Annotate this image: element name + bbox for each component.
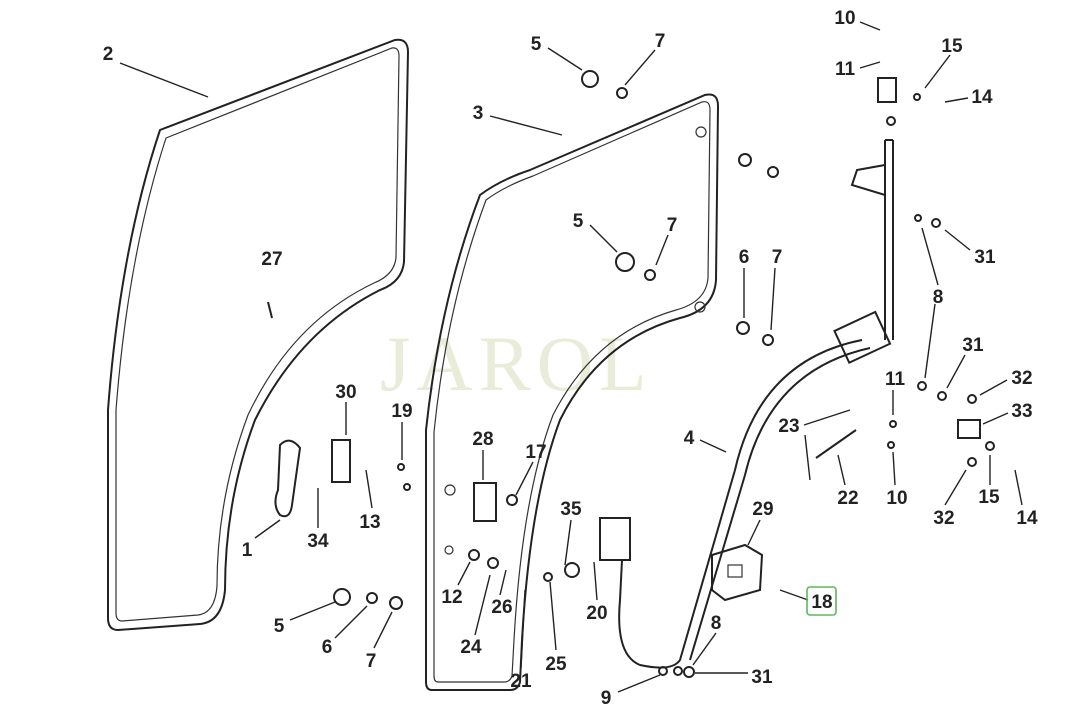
- callout-label: 6: [739, 247, 750, 268]
- latch-mechanism: [331, 439, 351, 483]
- callout-label: 20: [586, 603, 607, 624]
- callout-label: 19: [391, 401, 412, 422]
- callout-label: 1: [242, 540, 253, 561]
- callout-label: 7: [667, 215, 678, 236]
- callout-label: 31: [962, 335, 984, 356]
- callout-label: 30: [335, 382, 356, 403]
- callout-label: 2: [103, 44, 114, 65]
- callout-label: 17: [525, 442, 546, 463]
- bracket: [473, 482, 497, 522]
- callout-label: 24: [460, 637, 482, 658]
- callout-label: 6: [322, 637, 333, 658]
- door-handle: [274, 439, 302, 518]
- callout-label: 7: [655, 31, 666, 52]
- callout-label: 7: [772, 247, 783, 268]
- callout-label: 10: [834, 8, 855, 29]
- callout-label: 21: [510, 671, 532, 692]
- callout-label: 27: [261, 249, 282, 270]
- callout-label: 9: [601, 688, 612, 709]
- callout-label: 31: [974, 247, 996, 268]
- callout-label: 13: [359, 512, 380, 533]
- callout-label: 29: [752, 499, 773, 520]
- callout-label: 28: [472, 429, 493, 450]
- callout-label: 34: [307, 531, 329, 552]
- stay-arm: [618, 339, 871, 669]
- callout-label: 26: [491, 597, 512, 618]
- latch-plate: [711, 543, 764, 602]
- hinge-rod: [850, 139, 894, 340]
- small-parts: [267, 70, 995, 678]
- callout-label: 32: [1011, 368, 1032, 389]
- callout-label: 15: [978, 487, 1000, 508]
- callout-label: 32: [933, 508, 954, 529]
- door-seal: [107, 38, 410, 632]
- callout-label: 35: [560, 499, 582, 520]
- highlight-box-18: [806, 586, 837, 616]
- callout-label: 11: [885, 369, 906, 390]
- gas-strut: [815, 429, 857, 459]
- callout-label: 10: [886, 488, 907, 509]
- callout-label: 5: [274, 616, 285, 637]
- callout-label: 3: [473, 103, 484, 124]
- leader-lines: [119, 21, 1023, 693]
- callout-label: 4: [684, 428, 695, 449]
- callout-label: 15: [941, 36, 963, 57]
- callout-label: 14: [971, 87, 993, 108]
- callout-label: 5: [573, 211, 584, 232]
- watermark: JAROL: [380, 320, 653, 407]
- callout-label: 8: [933, 287, 944, 308]
- callout-label: 22: [837, 488, 858, 509]
- callout-label: 33: [1011, 401, 1032, 422]
- callout-label: 7: [366, 651, 377, 672]
- callout-label: 18: [811, 592, 832, 613]
- callout-label: 14: [1016, 508, 1038, 529]
- callout-label: 8: [711, 613, 722, 634]
- callout-label: 5: [531, 34, 542, 55]
- door-glass: [425, 93, 720, 691]
- callout-label: 23: [778, 416, 799, 437]
- callout-label: 11: [835, 59, 856, 80]
- catch-block: [599, 517, 631, 561]
- callout-label: 25: [545, 654, 567, 675]
- callout-label: 31: [751, 667, 773, 688]
- callout-label: 12: [441, 587, 462, 608]
